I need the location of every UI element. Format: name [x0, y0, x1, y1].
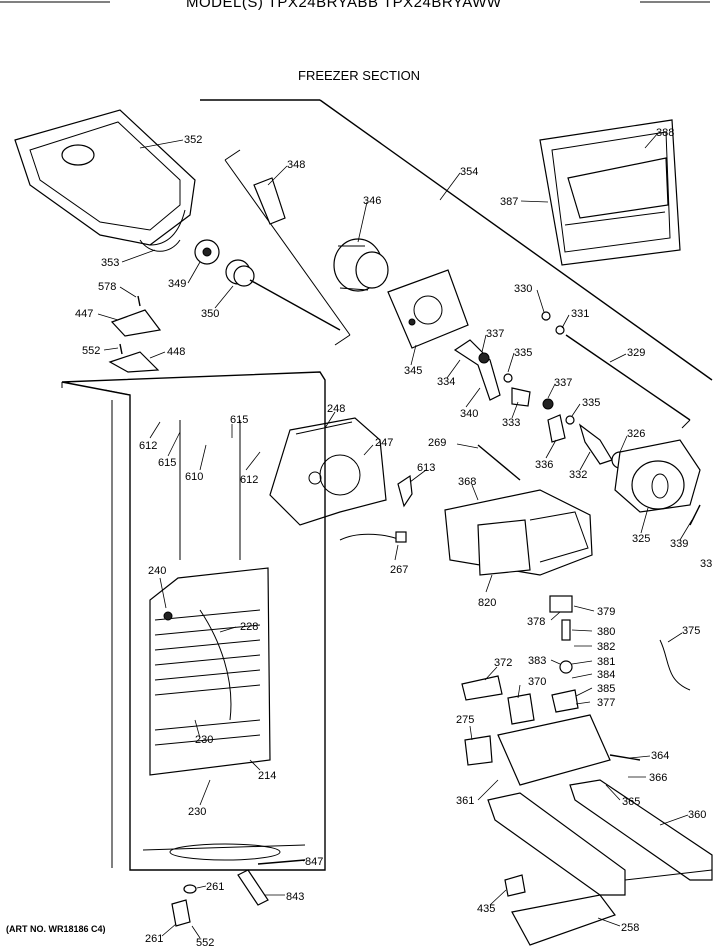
callout-354: 354: [460, 166, 478, 178]
model-header: MODEL(S) TPX24BRYABB TPX24BRYAWW: [186, 0, 502, 11]
callout-365: 365: [622, 796, 640, 808]
callout-228: 228: [240, 621, 258, 633]
callout-370: 370: [528, 676, 546, 688]
dispenser-door: [539, 119, 681, 266]
callout-345: 345: [404, 365, 422, 377]
motor-mount-bracket: [387, 269, 469, 349]
callout-331: 331: [571, 308, 589, 320]
callout-258: 258: [621, 922, 639, 934]
callout-843: 843: [286, 891, 304, 903]
callout-380: 380: [597, 626, 615, 638]
callout-385: 385: [597, 683, 615, 695]
callout-847: 847: [305, 856, 323, 868]
callout-240: 240: [148, 565, 166, 577]
callout-378: 378: [527, 616, 545, 628]
callout-820: 820: [478, 597, 496, 609]
callout-615a: 615: [158, 457, 176, 469]
callout-269: 269: [428, 437, 446, 449]
callout-372: 372: [494, 657, 512, 669]
evaporator: [149, 567, 271, 776]
callout-612a: 612: [139, 440, 157, 452]
callout-352: 352: [184, 134, 202, 146]
callout-335b: 335: [582, 397, 600, 409]
callout-447: 447: [75, 308, 93, 320]
callout-261b: 261: [145, 933, 163, 945]
callout-381: 381: [597, 656, 615, 668]
dispenser-linkage: [453, 311, 691, 465]
callout-334: 334: [437, 376, 455, 388]
callout-349: 349: [168, 278, 186, 290]
callout-360: 360: [688, 809, 706, 821]
callout-379: 379: [597, 606, 615, 618]
callout-335: 335: [514, 347, 532, 359]
ice-maker: [444, 444, 593, 576]
callout-387: 387: [500, 196, 518, 208]
freezer-liner-panel: [200, 99, 713, 381]
callout-348: 348: [287, 159, 305, 171]
callout-377: 377: [597, 697, 615, 709]
callout-326: 326: [627, 428, 645, 440]
callout-275: 275: [456, 714, 474, 726]
callout-332: 332: [569, 469, 587, 481]
callout-329: 329: [627, 347, 645, 359]
small-hardware-left: [108, 295, 162, 373]
callout-261a: 261: [206, 881, 224, 893]
callout-364: 364: [651, 750, 669, 762]
callout-578: 578: [98, 281, 116, 293]
callout-366: 366: [649, 772, 667, 784]
bottom-hardware: [171, 859, 616, 946]
callout-448: 448: [167, 346, 185, 358]
callout-346: 346: [363, 195, 381, 207]
callout-368: 368: [458, 476, 476, 488]
callout-33: 33: [700, 558, 712, 570]
callout-361: 361: [456, 795, 474, 807]
fan-housing: [269, 417, 413, 543]
callout-247: 247: [375, 437, 393, 449]
leader-lines: [97, 132, 693, 939]
callout-610: 610: [185, 471, 203, 483]
callout-613: 613: [417, 462, 435, 474]
callout-382: 382: [597, 641, 615, 653]
callout-337b: 337: [554, 377, 572, 389]
callout-383: 383: [528, 655, 546, 667]
water-valve-parts: [461, 595, 691, 786]
freezer-cabinet: [61, 371, 326, 871]
section-title: FREEZER SECTION: [298, 68, 421, 83]
callout-339: 339: [670, 538, 688, 550]
callout-375: 375: [682, 625, 700, 637]
callout-337: 337: [486, 328, 504, 340]
callout-230a: 230: [195, 734, 213, 746]
callout-350: 350: [201, 308, 219, 320]
callout-330: 330: [514, 283, 532, 295]
callout-353: 353: [101, 257, 119, 269]
part-callouts: 352 348 346 354 387 388 353 349 350 578 …: [75, 127, 712, 949]
callout-248: 248: [327, 403, 345, 415]
callout-333: 333: [502, 417, 520, 429]
callout-552: 552: [82, 345, 100, 357]
callout-340: 340: [460, 408, 478, 420]
callout-612b: 612: [240, 474, 258, 486]
callout-336: 336: [535, 459, 553, 471]
callout-325: 325: [632, 533, 650, 545]
callout-267: 267: [390, 564, 408, 576]
auger-assembly: [194, 177, 389, 331]
callout-384: 384: [597, 669, 615, 681]
callout-552b: 552: [196, 937, 214, 949]
art-number: (ART NO. WR18186 C4): [6, 924, 106, 934]
callout-230b: 230: [188, 806, 206, 818]
lower-frame: [487, 779, 713, 896]
callout-214: 214: [258, 770, 276, 782]
auger-motor: [611, 439, 701, 526]
callout-435: 435: [477, 903, 495, 915]
callout-615b: 615: [230, 414, 248, 426]
callout-388: 388: [656, 127, 674, 139]
ice-bucket: [14, 109, 196, 252]
